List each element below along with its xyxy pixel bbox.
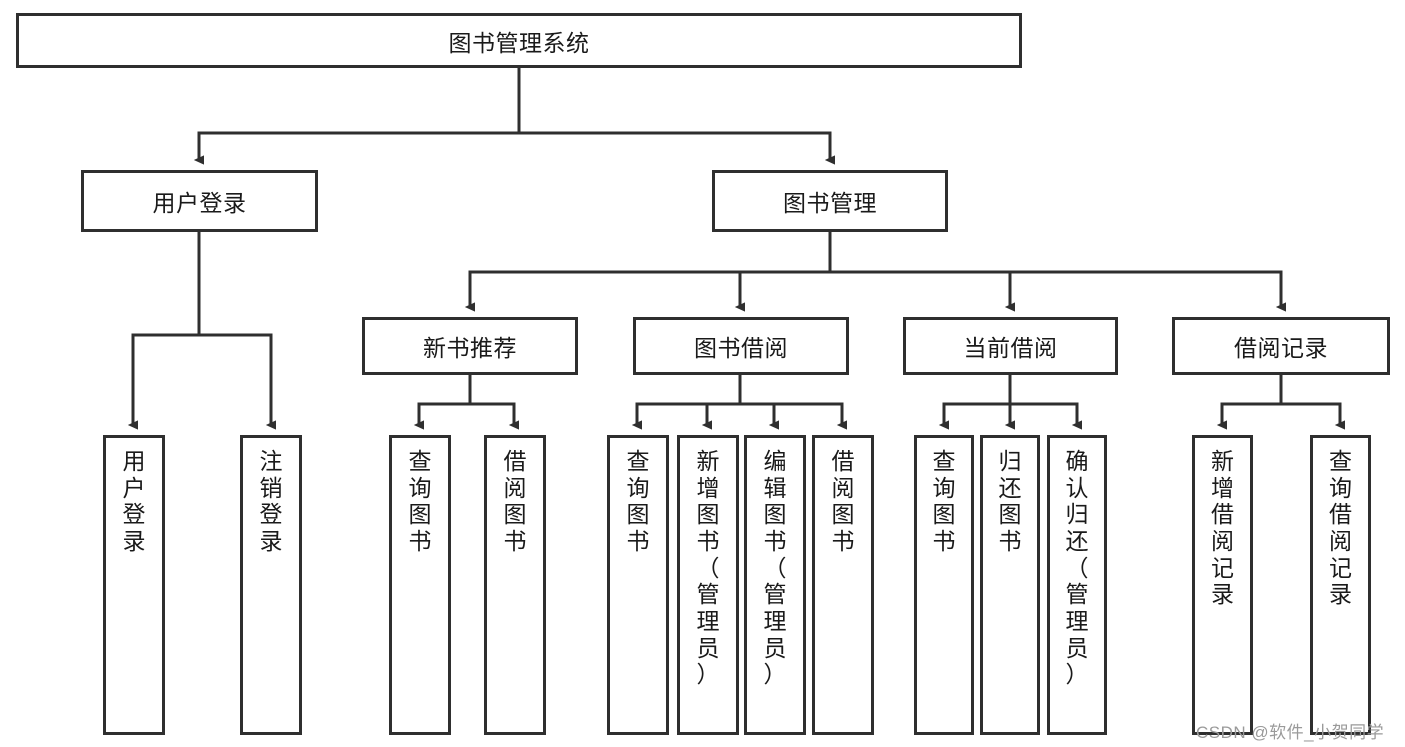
leaf-borrow-query-book[interactable]: 查 询 图 书	[607, 435, 669, 735]
leaf-label: 归 还 图 书	[998, 448, 1022, 555]
leaf-label: 查 询 借 阅 记 录	[1329, 448, 1352, 608]
node-book-borrow-label: 图书借阅	[694, 335, 788, 361]
leaf-current-confirm-return-admin[interactable]: 确 认 归 还 （ 管 理 员 ）	[1047, 435, 1107, 735]
leaf-current-return-book[interactable]: 归 还 图 书	[980, 435, 1040, 735]
leaf-label: 用 户 登 录	[122, 448, 146, 555]
leaf-label: 注 销 登 录	[259, 448, 283, 555]
node-borrow-records-label: 借阅记录	[1234, 335, 1328, 361]
leaf-records-add-record[interactable]: 新 增 借 阅 记 录	[1192, 435, 1253, 735]
node-borrow-records[interactable]: 借阅记录	[1172, 317, 1390, 375]
leaf-user-login-signin[interactable]: 用 户 登 录	[103, 435, 165, 735]
leaf-label: 新 增 借 阅 记 录	[1211, 448, 1234, 608]
node-book-borrow[interactable]: 图书借阅	[633, 317, 849, 375]
leaf-user-login-signout[interactable]: 注 销 登 录	[240, 435, 302, 735]
node-root-label: 图书管理系统	[448, 29, 590, 56]
leaf-records-query-record[interactable]: 查 询 借 阅 记 录	[1310, 435, 1371, 735]
node-user-login-label: 用户登录	[152, 190, 247, 216]
leaf-borrow-edit-book-admin[interactable]: 编 辑 图 书 （ 管 理 员 ）	[744, 435, 806, 735]
node-user-login[interactable]: 用户登录	[81, 170, 318, 232]
csdn-watermark: CSDN @软件_小贺同学	[1196, 723, 1385, 742]
node-current-borrow[interactable]: 当前借阅	[903, 317, 1118, 375]
node-current-borrow-label: 当前借阅	[963, 335, 1058, 361]
node-book-management-label: 图书管理	[783, 190, 877, 216]
leaf-current-query-book[interactable]: 查 询 图 书	[914, 435, 974, 735]
leaf-label: 查 询 图 书	[932, 448, 956, 555]
leaf-label: 借 阅 图 书	[503, 448, 527, 555]
leaf-label: 确 认 归 还 （ 管 理 员 ）	[1065, 448, 1089, 688]
leaf-borrow-add-book-admin[interactable]: 新 增 图 书 （ 管 理 员 ）	[677, 435, 739, 735]
leaf-borrow-borrow-book[interactable]: 借 阅 图 书	[812, 435, 874, 735]
leaf-new-book-query[interactable]: 查 询 图 书	[389, 435, 451, 735]
node-new-book-recommend-label: 新书推荐	[423, 335, 517, 361]
node-root[interactable]: 图书管理系统	[16, 13, 1022, 68]
leaf-label: 查 询 图 书	[408, 448, 432, 555]
leaf-label: 查 询 图 书	[626, 448, 650, 555]
leaf-label: 借 阅 图 书	[831, 448, 855, 555]
node-new-book-recommend[interactable]: 新书推荐	[362, 317, 578, 375]
leaf-label: 编 辑 图 书 （ 管 理 员 ）	[763, 448, 787, 688]
leaf-label: 新 增 图 书 （ 管 理 员 ）	[696, 448, 720, 688]
node-book-management[interactable]: 图书管理	[712, 170, 948, 232]
leaf-new-book-borrow[interactable]: 借 阅 图 书	[484, 435, 546, 735]
